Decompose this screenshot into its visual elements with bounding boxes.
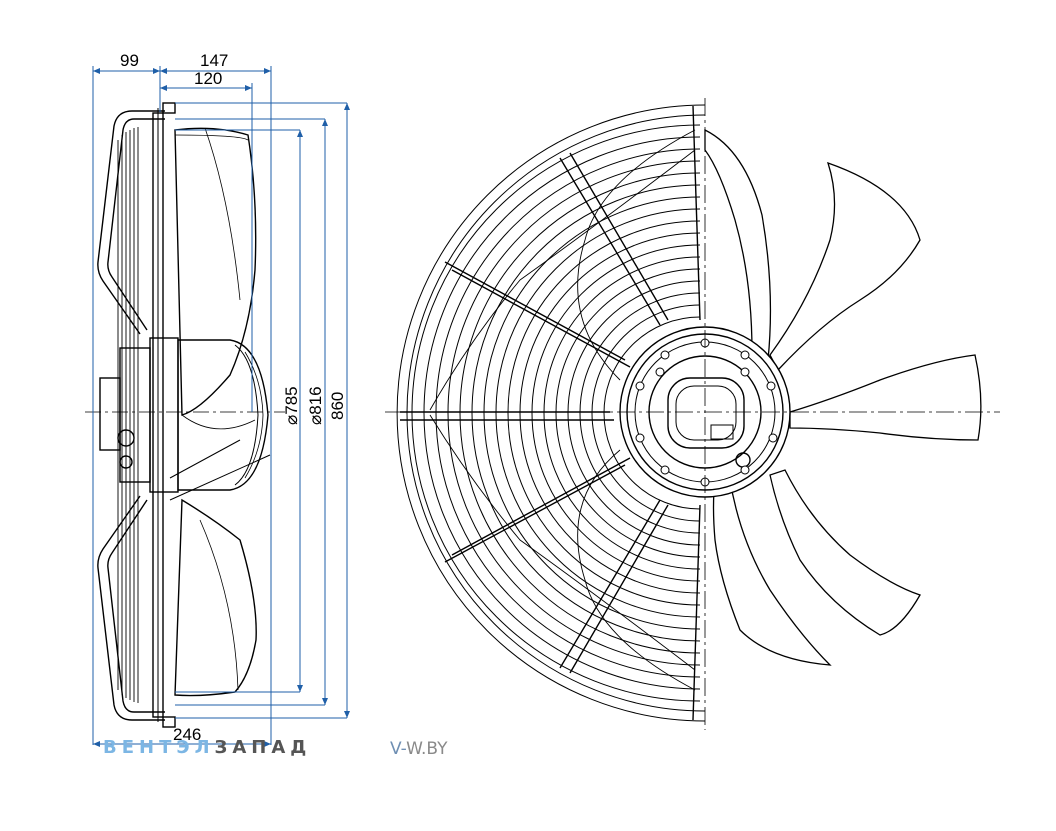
motor-mount bbox=[99, 377, 121, 451]
side-dimension-lines bbox=[92, 66, 348, 745]
brand-watermark: ВЕНТЭЛЗАПАД bbox=[103, 737, 311, 758]
guard-grille-side bbox=[117, 127, 139, 703]
dim-785: ⌀785 bbox=[282, 386, 301, 425]
dim-147: 147 bbox=[200, 51, 228, 70]
dim-816: ⌀816 bbox=[306, 386, 325, 425]
guard-frame-top-inner bbox=[107, 118, 165, 331]
dim-120: 120 bbox=[194, 69, 222, 88]
side-view bbox=[85, 102, 285, 728]
brand-part-1: ВЕНТЭЛ bbox=[103, 737, 215, 758]
brand-part-2: ЗАПАД bbox=[214, 737, 312, 758]
dim-246: 246 bbox=[173, 725, 201, 744]
dim-99: 99 bbox=[120, 51, 139, 70]
side-dimension-arrows bbox=[93, 68, 350, 747]
blade-4 bbox=[769, 469, 921, 636]
guard-frame-bottom-inner bbox=[107, 499, 165, 713]
guard-frame-top bbox=[97, 110, 165, 335]
blade-1 bbox=[704, 128, 772, 362]
blade-side-upper bbox=[174, 127, 257, 416]
terminal-box bbox=[667, 377, 745, 449]
dim-860: 860 bbox=[328, 392, 347, 420]
front-view bbox=[385, 98, 1000, 730]
blade-side-lower bbox=[174, 498, 257, 697]
blade-2 bbox=[769, 161, 921, 372]
url-part-2: W.BY bbox=[406, 739, 448, 759]
blade-3 bbox=[789, 354, 982, 441]
blade-5 bbox=[712, 479, 832, 666]
site-url-watermark: V-W.BY bbox=[390, 739, 447, 759]
url-part-1: V- bbox=[390, 739, 407, 759]
impeller-blades bbox=[704, 128, 982, 666]
guard-frame-bottom bbox=[97, 495, 165, 721]
hub-bolts bbox=[635, 338, 778, 487]
motor-rotor bbox=[177, 339, 269, 491]
